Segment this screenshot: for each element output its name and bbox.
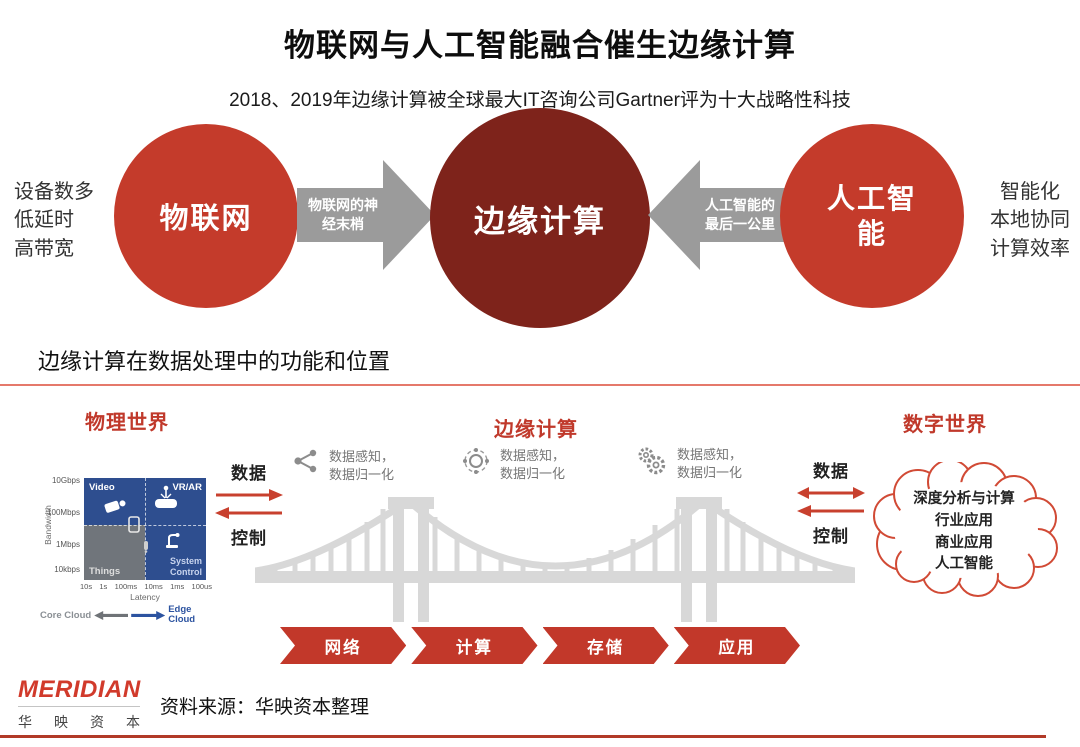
quadrant-vertical-divider	[145, 478, 146, 580]
core-cloud-label: Core Cloud	[40, 609, 92, 621]
y-tick: 10kbps	[54, 565, 80, 574]
bottom-border-line	[0, 735, 1046, 738]
edge-cloud-label: Edge Cloud	[168, 604, 196, 626]
note-line: 本地协同	[990, 209, 1070, 232]
edge-stack-pipeline: 网络 计算 存储 应用	[280, 627, 800, 664]
column-header-physical-world: 物理世界	[85, 412, 169, 434]
pipeline-step-compute: 计算	[411, 627, 537, 664]
edge-function-group: 数据感知， 数据归一化	[462, 447, 565, 483]
y-tick: 100Mbps	[47, 508, 80, 517]
iot-circle-label: 物联网	[159, 203, 253, 235]
bridge-illustration	[255, 497, 855, 622]
quadrant-label-things: Things	[89, 566, 121, 577]
ai-circle: 人工智 能	[780, 124, 964, 308]
edge-function-group: 数据感知， 数据归一化	[637, 446, 742, 482]
pipeline-step-application: 应用	[674, 627, 800, 664]
cloud-line: 深度分析与计算	[913, 491, 1015, 507]
note-line: 低延时	[14, 209, 74, 232]
camera-icon	[104, 500, 126, 513]
things-quadrant-region	[84, 524, 145, 580]
robot-arm-icon	[166, 533, 180, 548]
edge-function-text: 数据感知， 数据归一化	[677, 447, 743, 481]
x-tick-row: 10s 1s 100ms 10ms 1ms 100us	[80, 582, 212, 591]
edge-function-text: 数据感知， 数据归一化	[500, 448, 566, 482]
x-tick: 100ms	[114, 582, 138, 591]
x-tick: 100us	[191, 582, 212, 591]
page-subtitle: 2018、2019年边缘计算被全球最大IT咨询公司Gartner评为十大战略性科…	[229, 90, 851, 111]
cloud-capability-list: 深度分析与计算 行业应用 商业应用 人工智能	[876, 489, 1052, 576]
source-attribution: 资料来源：华映资本整理	[160, 697, 370, 718]
control-label: 控制	[813, 527, 849, 546]
ai-benefits-note: 智能化 本地协同 计算效率	[980, 178, 1080, 263]
data-label: 数据	[231, 464, 267, 483]
section-title: 边缘计算在数据处理中的功能和位置	[38, 349, 391, 374]
quadrant-label-video: Video	[89, 482, 115, 493]
control-arrow-left-icon	[215, 507, 282, 519]
x-tick: 10ms	[144, 582, 163, 591]
note-line: 高带宽	[14, 237, 74, 260]
data-arrow-bidirectional-icon	[797, 487, 865, 499]
meridian-logo: MERIDIAN 华 映 资 本	[18, 676, 140, 732]
left-block-arrow-icon	[648, 160, 786, 270]
cloud-line: 行业应用	[935, 512, 993, 529]
iot-benefits-note: 设备数多 低延时 高带宽	[14, 178, 94, 263]
gears-icon	[638, 447, 666, 475]
network-icon	[463, 448, 489, 474]
sensor-icon	[144, 541, 148, 553]
share-icon	[294, 449, 317, 473]
digital-world-cloud: 深度分析与计算 行业应用 商业应用 人工智能	[858, 459, 1068, 602]
chart-plot-area: Video VR/AR Things System Control	[84, 478, 206, 580]
edge-cloud-arrow-icon	[131, 611, 165, 620]
pipeline-step-network: 网络	[280, 627, 406, 664]
note-line: 智能化	[1000, 181, 1060, 203]
iot-to-edge-caption: 物联网的神 经末梢	[308, 197, 378, 232]
x-tick: 1s	[99, 582, 108, 591]
left-data-control-flow: 数据 控制	[214, 459, 284, 549]
iot-to-edge-arrow: 物联网的神 经末梢	[297, 154, 435, 276]
control-arrow-left-icon	[797, 505, 864, 517]
edge-computing-circle: 边缘计算	[430, 108, 650, 328]
chart-y-axis-label: Bandwidth	[43, 505, 53, 545]
phone-icon	[128, 516, 140, 533]
control-label: 控制	[231, 529, 267, 548]
x-tick: 10s	[80, 582, 93, 591]
right-block-arrow-icon	[297, 160, 435, 270]
data-label: 数据	[813, 462, 849, 481]
cloud-continuum-row: Core Cloud Edge Cloud	[40, 604, 220, 626]
column-header-edge-computing: 边缘计算	[494, 419, 578, 441]
edge-circle-label: 边缘计算	[474, 203, 606, 239]
right-data-control-flow: 数据 控制	[796, 457, 866, 547]
logo-chinese-name: 华 映 资 本	[18, 714, 140, 730]
edge-function-text: 数据感知， 数据归一化	[329, 449, 395, 483]
page-title: 物联网与人工智能融合催生边缘计算	[284, 28, 796, 63]
note-line: 设备数多	[14, 181, 94, 203]
quadrant-label-vr-ar: VR/AR	[172, 482, 202, 493]
x-tick: 1ms	[170, 582, 185, 591]
data-arrow-right-icon	[216, 489, 283, 501]
vr-ar-icon	[155, 485, 177, 508]
note-line: 计算效率	[990, 237, 1070, 260]
bandwidth-latency-chart: Bandwidth 10Gbps 100Mbps 1Mbps 10kbps Vi…	[40, 468, 216, 632]
iot-circle: 物联网	[114, 124, 298, 308]
y-tick: 1Mbps	[55, 540, 80, 549]
chart-x-axis-label: Latency	[130, 592, 160, 602]
core-cloud-arrow-icon	[94, 610, 129, 620]
section-divider	[0, 384, 1080, 386]
cloud-icon	[873, 459, 1058, 597]
quadrant-label-system-control: System Control	[169, 556, 202, 577]
logo-divider	[18, 706, 140, 707]
cloud-line: 人工智能	[935, 556, 993, 573]
ai-circle-label: 人工智 能	[826, 183, 917, 249]
edge-function-group: 数据感知， 数据归一化	[293, 448, 394, 484]
y-tick: 10Gbps	[51, 476, 80, 485]
logo-wordmark: MERIDIAN	[18, 676, 141, 703]
pipeline-step-storage: 存储	[543, 627, 669, 664]
column-header-digital-world: 数字世界	[903, 414, 987, 436]
ai-to-edge-caption: 人工智能的 最后一公里	[705, 197, 775, 232]
ai-to-edge-arrow: 人工智能的 最后一公里	[648, 154, 786, 276]
quadrant-horizontal-divider	[84, 524, 206, 526]
cloud-line: 商业应用	[935, 534, 993, 551]
